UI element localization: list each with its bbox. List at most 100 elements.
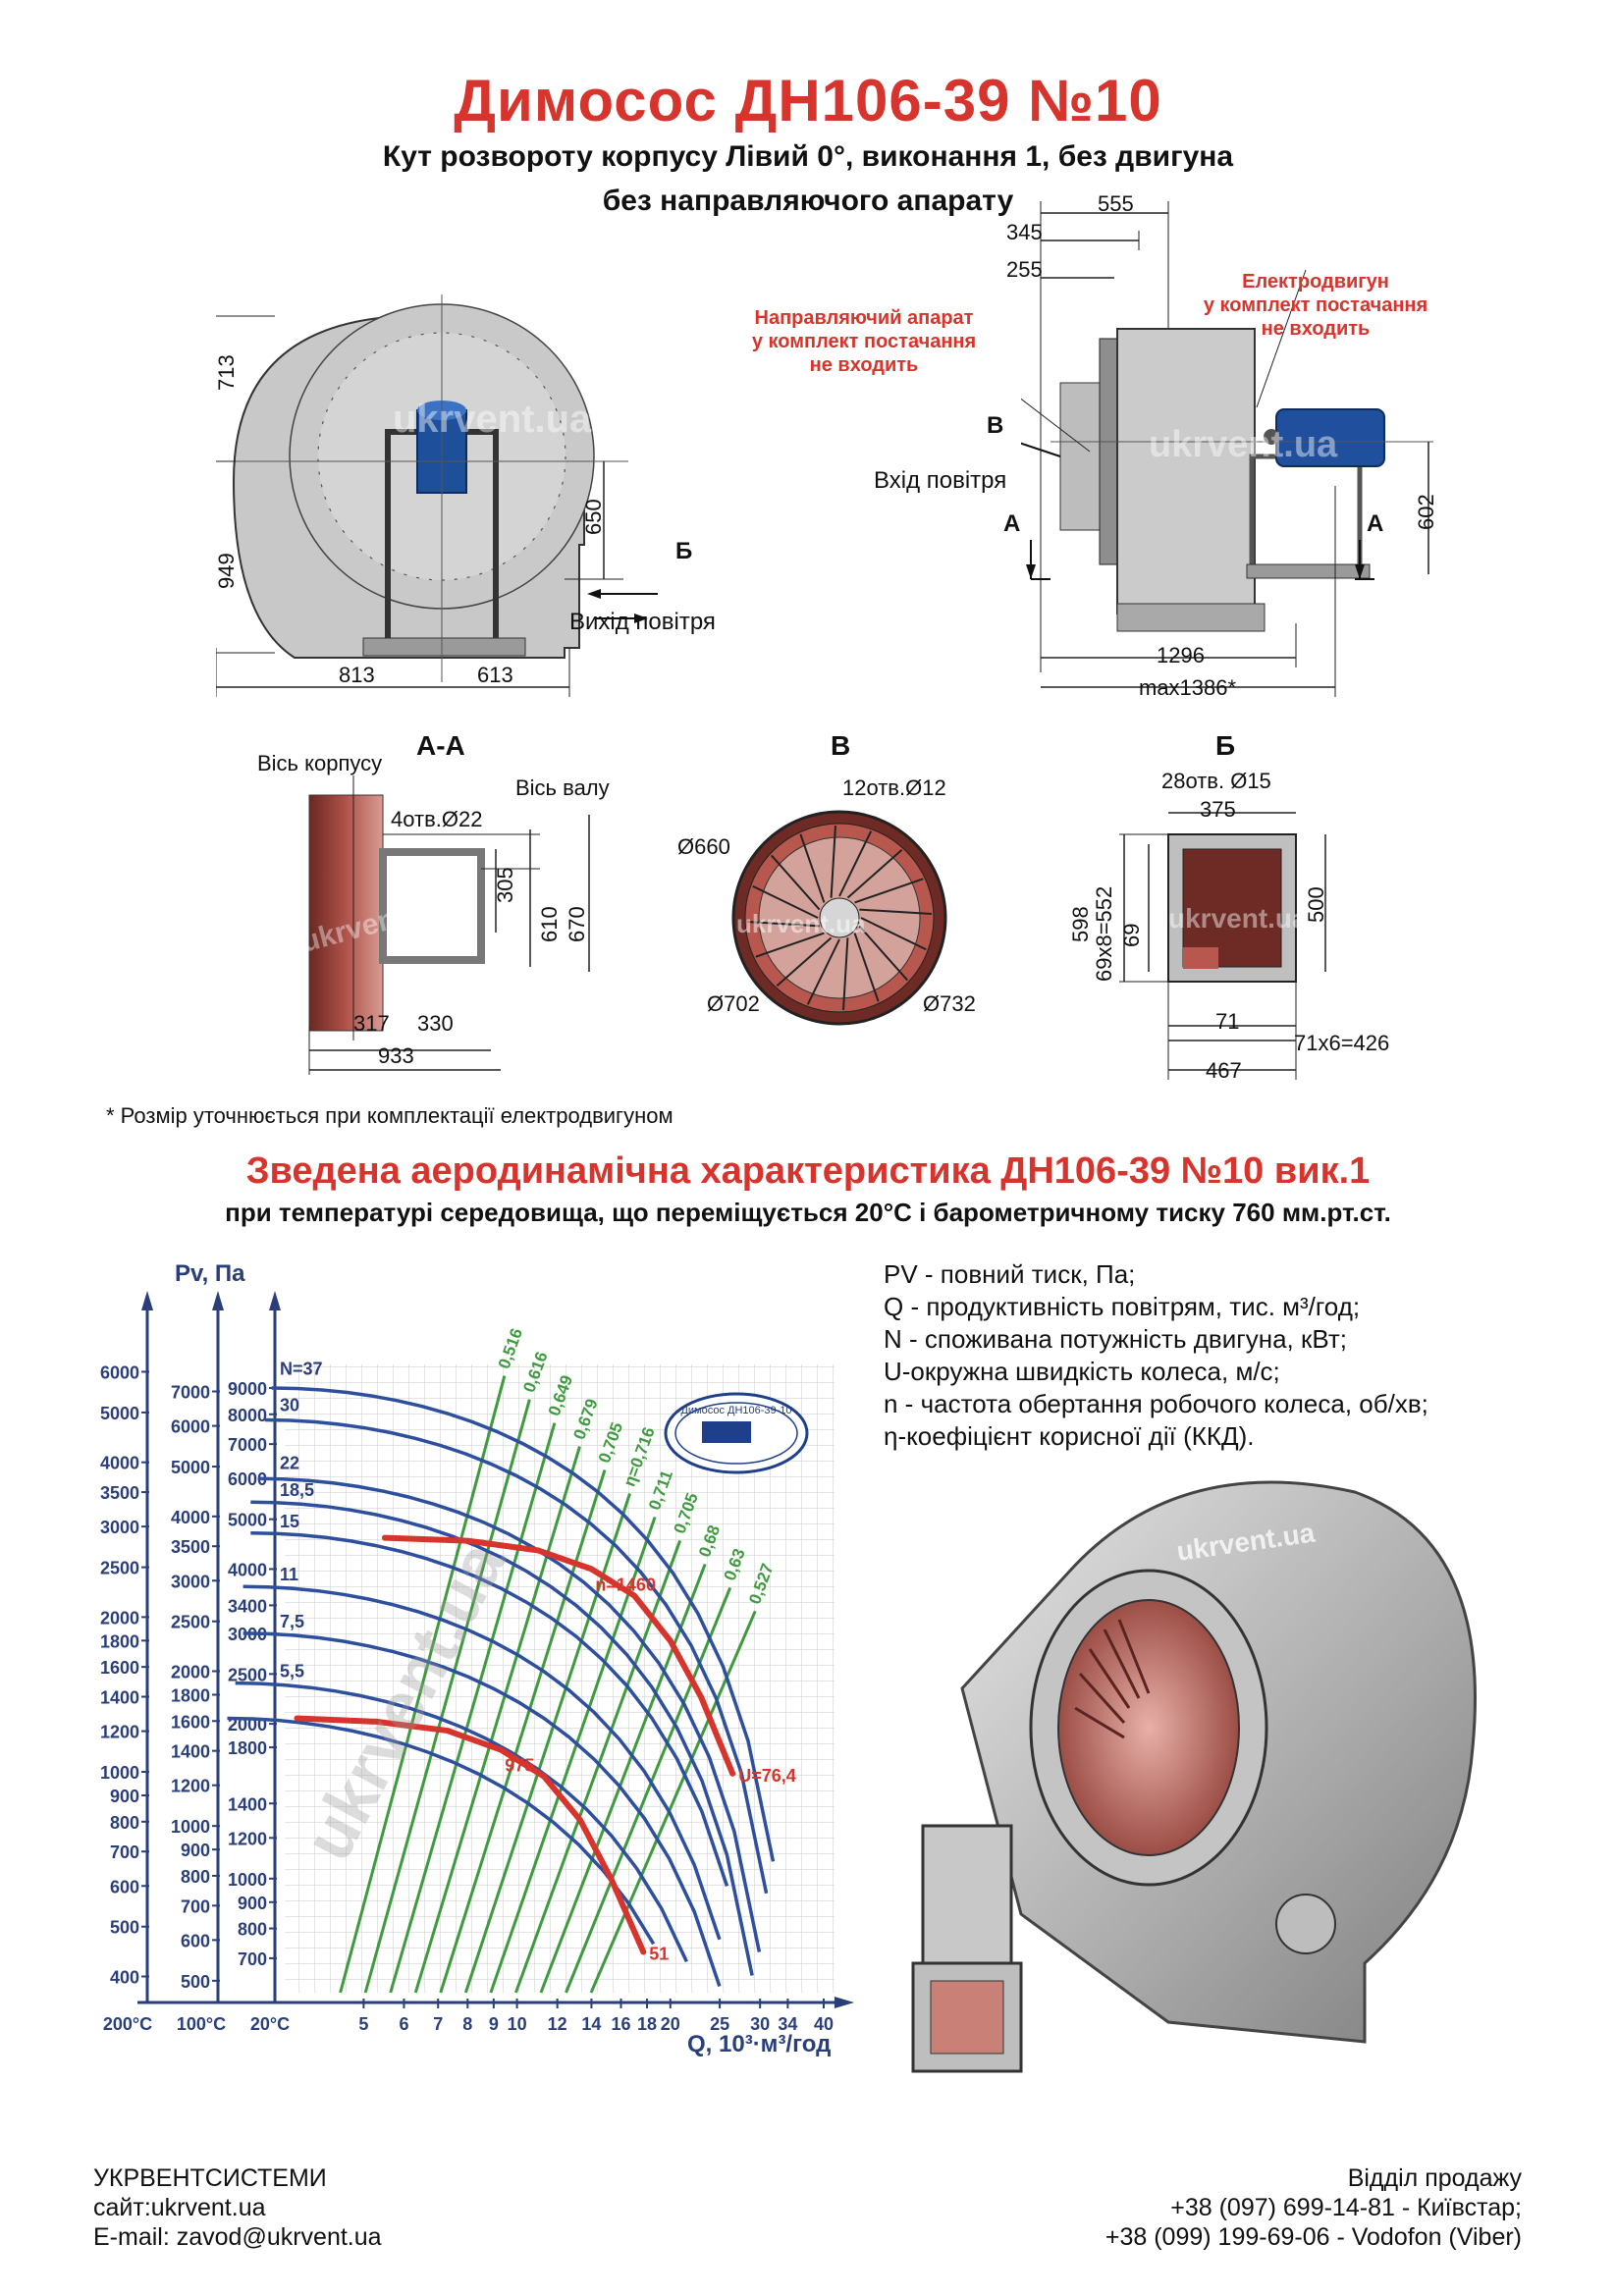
x-tick-label: 34	[778, 2014, 797, 2034]
x-tick-label: 16	[611, 2014, 630, 2034]
x-axis-temp-label: 100°C	[177, 2014, 226, 2034]
impeller-blade	[830, 826, 836, 898]
power-curve	[250, 1531, 729, 1887]
x-tick-label: 5	[358, 2014, 368, 2034]
svg-text:ukrvent.ua: ukrvent.ua	[393, 398, 592, 441]
section-mark-b: Б	[675, 538, 693, 564]
page-title: Димосос ДН106-39 №10	[454, 68, 1162, 133]
dim-1296: 1296	[1157, 643, 1205, 667]
v-d702: Ø702	[707, 991, 760, 1016]
y-tick-label: 500	[110, 1918, 139, 1938]
aa-holes: 4отв.Ø22	[391, 807, 483, 831]
efficiency-line	[439, 1469, 607, 1994]
legend-line: η-коефіцієнт корисної дії (ККД).	[884, 1421, 1255, 1451]
y-tick-label: 1400	[228, 1794, 267, 1814]
dim-345: 345	[1006, 220, 1043, 244]
impeller-blade	[842, 937, 849, 1010]
efficiency-line	[413, 1446, 581, 1994]
power-label: 11	[280, 1565, 298, 1584]
impeller-blade	[755, 932, 825, 958]
phone-vodafone[interactable]: +38 (099) 199-69-06 - Vodofon (Viber)	[1104, 2223, 1522, 2251]
efficiency-line	[565, 1586, 732, 1994]
legend-line: N - споживана потужність двигуна, кВт;	[884, 1324, 1347, 1354]
rpm-label: 975	[505, 1756, 534, 1776]
aerodynamic-chart: Pv, ПаQ, 10³·м³/год600050004000350030002…	[100, 1260, 854, 2057]
y-tick-label: 1000	[228, 1870, 267, 1890]
y-tick-label: 3400	[228, 1596, 267, 1616]
v-d660: Ø660	[677, 834, 730, 859]
rpm-curve	[294, 1715, 647, 1955]
y-tick-label: 1200	[228, 1829, 267, 1848]
legend-block: PV - повний тиск, Па; Q - продуктивність…	[884, 1258, 1428, 1453]
impeller-blade	[853, 933, 880, 1002]
power-label: 7,5	[280, 1612, 304, 1631]
dim-467: 467	[1206, 1058, 1242, 1083]
y-tick-label: 1400	[100, 1688, 139, 1708]
dim-650: 650	[581, 499, 606, 535]
dim-500: 500	[1304, 886, 1328, 923]
x-tick-label: 18	[637, 2014, 657, 2034]
power-curve	[257, 1476, 762, 1952]
x-tick-label: 8	[462, 2014, 472, 2034]
y-tick-label: 4000	[100, 1454, 139, 1473]
impeller-blade	[846, 849, 903, 899]
legend-line: n - частота обертання робочого колеса, о…	[884, 1389, 1428, 1418]
y-axis-title: Pv, Па	[175, 1260, 245, 1287]
impeller-blade	[854, 878, 924, 904]
efficiency-line	[389, 1422, 557, 1994]
y-tick-label: 5000	[228, 1511, 267, 1530]
x-tick-label: 40	[814, 2014, 834, 2034]
dim-71: 71	[1215, 1009, 1240, 1034]
y-tick-label: 900	[181, 1841, 210, 1860]
b-holes: 28отв. Ø15	[1161, 769, 1271, 793]
impeller-blade	[860, 917, 927, 951]
y-tick-label: 700	[181, 1896, 210, 1916]
axis-shaft-label: Вісь валу	[515, 775, 610, 800]
y-tick-label: 1600	[100, 1658, 139, 1678]
dim-69x8: 69x8=552	[1092, 885, 1116, 982]
y-tick-label: 6000	[171, 1417, 210, 1437]
x-axis-temp-label: 20°C	[250, 2014, 290, 2034]
x-axis-arrow	[835, 1997, 854, 2008]
dim-670: 670	[565, 906, 589, 942]
y-tick-label: 2500	[100, 1559, 139, 1578]
y-tick-label: 4000	[171, 1508, 210, 1527]
dim-305: 305	[493, 867, 517, 903]
y-tick-label: 1600	[171, 1712, 210, 1732]
dim-949: 949	[214, 553, 239, 589]
dim-555: 555	[1098, 191, 1134, 216]
x-tick-label: 20	[661, 2014, 680, 2034]
y-tick-label: 700	[110, 1842, 139, 1862]
site-link[interactable]: сайт:ukrvent.ua	[93, 2194, 266, 2221]
phone-kyivstar[interactable]: +38 (097) 699-14-81 - Київстар;	[1170, 2194, 1522, 2221]
email-link[interactable]: E-mail: zavod@ukrvent.ua	[93, 2223, 382, 2251]
x-tick-label: 12	[548, 2014, 567, 2034]
x-tick-label: 25	[710, 2014, 729, 2034]
lab-stamp: Димосос ДН106-39-10	[664, 1392, 809, 1474]
power-curve	[227, 1716, 656, 1946]
legend-line: PV - повний тиск, Па;	[884, 1259, 1136, 1289]
dim-330: 330	[417, 1011, 454, 1036]
y-tick-label: 1800	[100, 1631, 139, 1651]
power-curve	[235, 1681, 688, 1963]
section-mark-a-right: А	[1367, 510, 1384, 537]
efficiency-line	[589, 1610, 757, 1994]
section-b-title: Б	[1215, 730, 1236, 761]
x-axis-title: Q, 10³·м³/год	[687, 2031, 831, 2057]
fan-3d-illustration: ukrvent.ua	[911, 1480, 1477, 2073]
impeller-blade	[771, 854, 821, 911]
power-label: 5,5	[280, 1662, 304, 1682]
x-tick-label: 9	[489, 2014, 499, 2034]
svg-text:ukrvent.ua: ukrvent.ua	[1149, 424, 1338, 465]
dim-max1386: max1386*	[1139, 675, 1237, 700]
y-tick-label: 2000	[171, 1662, 210, 1682]
power-label: 30	[280, 1396, 299, 1415]
y-tick-label: 1800	[171, 1685, 210, 1705]
power-label: 22	[280, 1453, 299, 1472]
svg-text:ukrvent.ua: ukrvent.ua	[1168, 903, 1308, 934]
y-tick-label: 700	[238, 1949, 267, 1969]
chart-subheading: при температурі середовища, що переміщує…	[225, 1198, 1391, 1227]
chart-heading: Зведена аеродинамічна характеристика ДН1…	[245, 1150, 1371, 1192]
section-aa-title: А-А	[416, 730, 465, 761]
dim-602: 602	[1414, 494, 1438, 530]
